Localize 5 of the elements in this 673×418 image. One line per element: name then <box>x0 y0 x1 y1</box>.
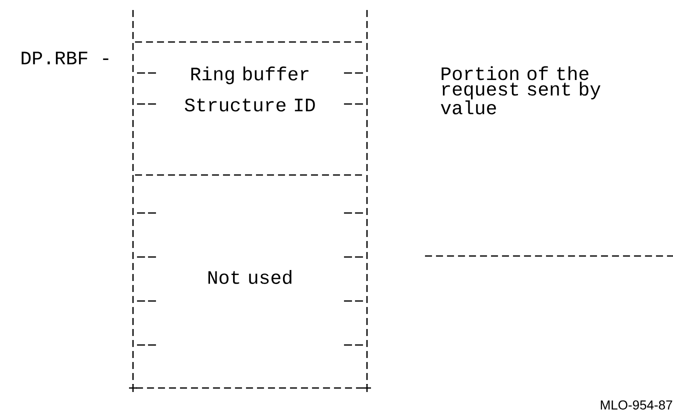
field-label: DP.RBF - <box>22 52 108 64</box>
annotation-text: Portion of the request sent by value <box>440 66 600 114</box>
field-cell: Not used <box>208 270 292 284</box>
figure-id: MLO-954-87 <box>600 400 672 410</box>
field-cell: Ring buffer Structure ID <box>184 66 315 112</box>
